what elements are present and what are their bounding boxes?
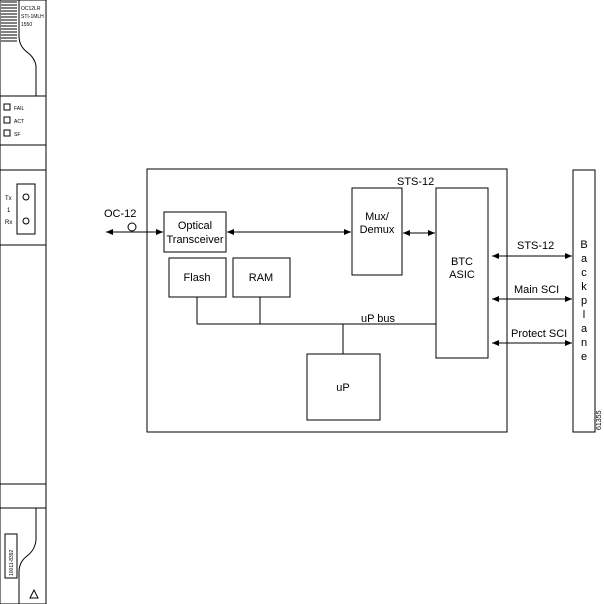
rx-connector	[22, 217, 30, 225]
optical-transceiver-label-2: Transceiver	[166, 234, 223, 246]
btc-asic-label-2: ASIC	[449, 269, 475, 281]
port-tx-label: Tx	[5, 196, 12, 202]
barcode-text: 10011-8392	[9, 549, 15, 576]
oc12-connector-icon	[127, 222, 137, 232]
bottom-ejector-outline	[18, 508, 37, 604]
link-main-sci-label: Main SCI	[514, 284, 559, 296]
up-block	[306, 353, 381, 421]
backplane-letter: B	[580, 239, 587, 251]
up-label: uP	[336, 382, 349, 394]
ground-symbol-icon	[29, 588, 39, 599]
faceplate-label-line-2: STI-1MLH	[21, 14, 44, 20]
port-number-label: 1	[7, 208, 11, 214]
backplane-letter: p	[581, 295, 587, 307]
backplane-letter: e	[581, 351, 587, 363]
barcode-label	[4, 533, 18, 579]
link-sts12-label: STS-12	[517, 240, 554, 252]
port-rx-label: Rx	[5, 220, 12, 226]
btc-asic-block	[435, 187, 489, 359]
backplane-block	[572, 169, 596, 433]
backplane-letter: a	[581, 253, 588, 265]
optical-port-housing	[16, 183, 36, 235]
tx-connector	[22, 193, 30, 201]
led-sf	[3, 129, 11, 137]
top-ejector-grip	[1, 1, 17, 42]
backplane-letter: k	[581, 281, 587, 293]
faceplate-label-line-3: 1550	[21, 22, 32, 28]
up-bus-label: uP bus	[361, 313, 396, 325]
flash-block	[168, 257, 227, 298]
sts12-internal-label: STS-12	[397, 176, 434, 188]
flash-label: Flash	[184, 272, 211, 284]
btc-asic-label-1: BTC	[451, 256, 473, 268]
backplane-letter: l	[583, 309, 585, 321]
ram-label: RAM	[249, 272, 273, 284]
backplane-letter: c	[581, 267, 587, 279]
faceplate-label-line-1: OC12LR	[21, 6, 41, 12]
led-sf-label: SF	[14, 132, 20, 138]
top-ejector-outline	[18, 0, 37, 96]
backplane-letter: n	[581, 337, 587, 349]
led-fail	[3, 103, 11, 111]
led-act-label: ACT	[14, 119, 24, 125]
faceplate-outline	[0, 0, 47, 604]
link-protect-sci-label: Protect SCI	[511, 328, 567, 340]
led-fail-label: FAIL	[14, 106, 25, 112]
mux-demux-label-1: Mux/	[365, 211, 390, 223]
led-act	[3, 116, 11, 124]
figure-number: 61355	[596, 410, 603, 430]
mux-demux-label-2: Demux	[360, 224, 395, 236]
ram-block	[232, 257, 291, 298]
optical-transceiver-block	[163, 211, 227, 253]
backplane-label: B a c k p l a n e	[580, 239, 588, 363]
optical-transceiver-label-1: Optical	[178, 220, 212, 232]
backplane-letter: a	[581, 323, 588, 335]
mux-demux-block	[351, 187, 403, 276]
card-faceplate: OC12LR STI-1MLH 1550 FAIL ACT SF Tx 1 Rx…	[0, 0, 47, 604]
oc12-label: OC-12	[104, 208, 136, 220]
